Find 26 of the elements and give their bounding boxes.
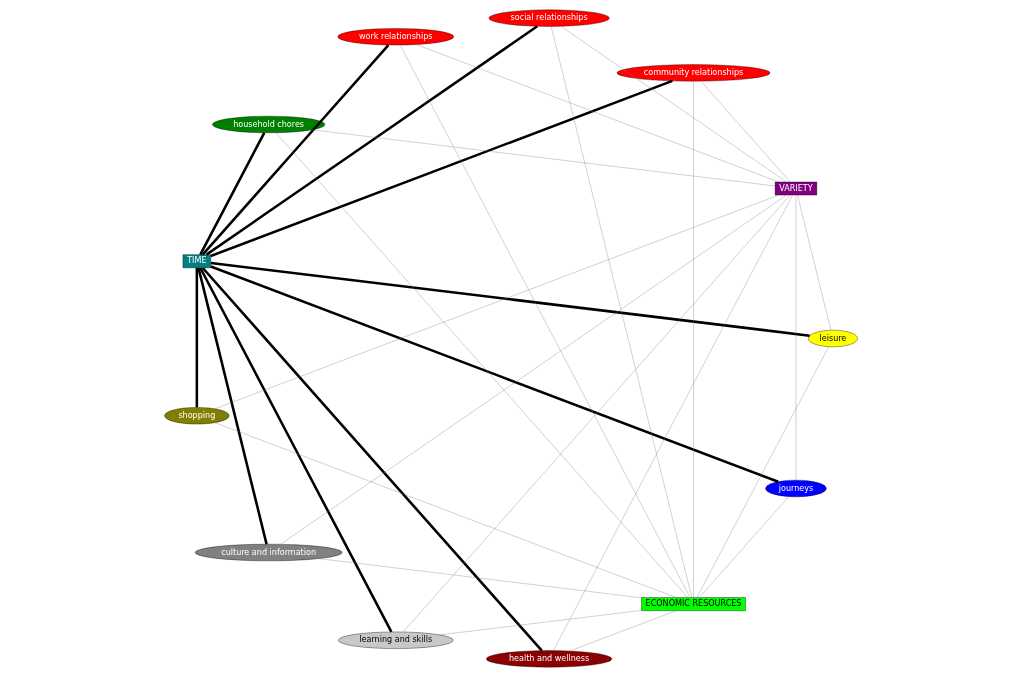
connector [560, 26, 787, 183]
connector [402, 195, 791, 633]
connector [195, 267, 199, 408]
connector [569, 610, 677, 652]
connector [797, 194, 832, 331]
connector [700, 81, 791, 182]
connector [318, 558, 642, 598]
connector [201, 44, 390, 256]
connector [416, 44, 779, 183]
connector [699, 496, 789, 598]
connector [550, 26, 693, 598]
connector [210, 265, 779, 483]
connector [214, 194, 779, 409]
connector [210, 261, 810, 337]
connector [214, 422, 677, 598]
connector [439, 610, 642, 636]
connector [399, 44, 691, 598]
connector [199, 132, 266, 256]
connector [693, 81, 694, 598]
connector [311, 129, 776, 187]
connector [201, 267, 543, 652]
connector [280, 194, 787, 545]
connector [275, 132, 688, 598]
connector [553, 195, 793, 651]
connector [199, 267, 393, 633]
connector [197, 267, 268, 545]
